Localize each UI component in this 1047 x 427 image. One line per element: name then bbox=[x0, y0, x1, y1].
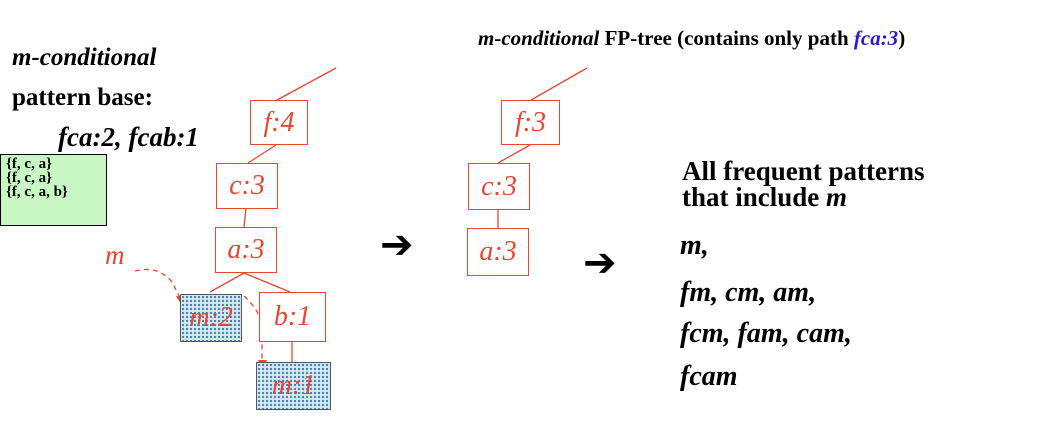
title-path: fca:3 bbox=[853, 26, 899, 50]
patterns-heading: All frequent patterns bbox=[682, 156, 925, 186]
tree-node-m-1: m:1 bbox=[256, 362, 331, 410]
tree-node-m-2: m:2 bbox=[180, 294, 242, 342]
title-suffix: ) bbox=[898, 26, 906, 50]
patterns-heading-text: that include bbox=[682, 182, 827, 212]
conditional-base-subtitle: pattern base: bbox=[12, 84, 153, 111]
pattern-line: m, bbox=[680, 230, 709, 261]
cond-tree-node-c: c:3 bbox=[468, 163, 530, 210]
conditional-tree-title: m-conditional FP-tree (contains only pat… bbox=[478, 26, 905, 51]
tree-node-a: a:3 bbox=[215, 227, 277, 273]
cond-tree-node-a: a:3 bbox=[467, 228, 529, 276]
tree-node-f: f:4 bbox=[250, 100, 308, 145]
conditional-base-values: fca:2, fcab:1 bbox=[58, 122, 199, 152]
cond-tree-node-f: f:3 bbox=[501, 100, 560, 145]
transaction-item: {f, c, a} bbox=[6, 170, 52, 186]
right-arrow-icon: ➔ bbox=[583, 240, 617, 286]
pattern-line: fcam bbox=[680, 361, 738, 392]
transaction-item: {f, c, a, b} bbox=[6, 184, 68, 200]
tree-node-b: b:1 bbox=[259, 292, 326, 342]
title-middle: FP-tree (contains only path bbox=[599, 26, 854, 50]
pattern-line: fcm, fam, cam, bbox=[680, 318, 852, 349]
transaction-list: {f, c, a} {f, c, a} {f, c, a, b} bbox=[0, 154, 107, 226]
transaction-item: {f, c, a} bbox=[6, 156, 52, 172]
pattern-line: fm, cm, am, bbox=[680, 277, 817, 308]
tree-node-c: c:3 bbox=[216, 163, 278, 209]
patterns-heading-line2: that include m bbox=[682, 182, 848, 212]
right-arrow-icon: ➔ bbox=[380, 222, 414, 268]
header-table-m-label: m bbox=[105, 240, 125, 270]
conditional-base-title: m-conditional bbox=[12, 44, 157, 71]
patterns-heading-item: m bbox=[826, 182, 848, 212]
title-prefix: m-conditional bbox=[478, 26, 600, 50]
